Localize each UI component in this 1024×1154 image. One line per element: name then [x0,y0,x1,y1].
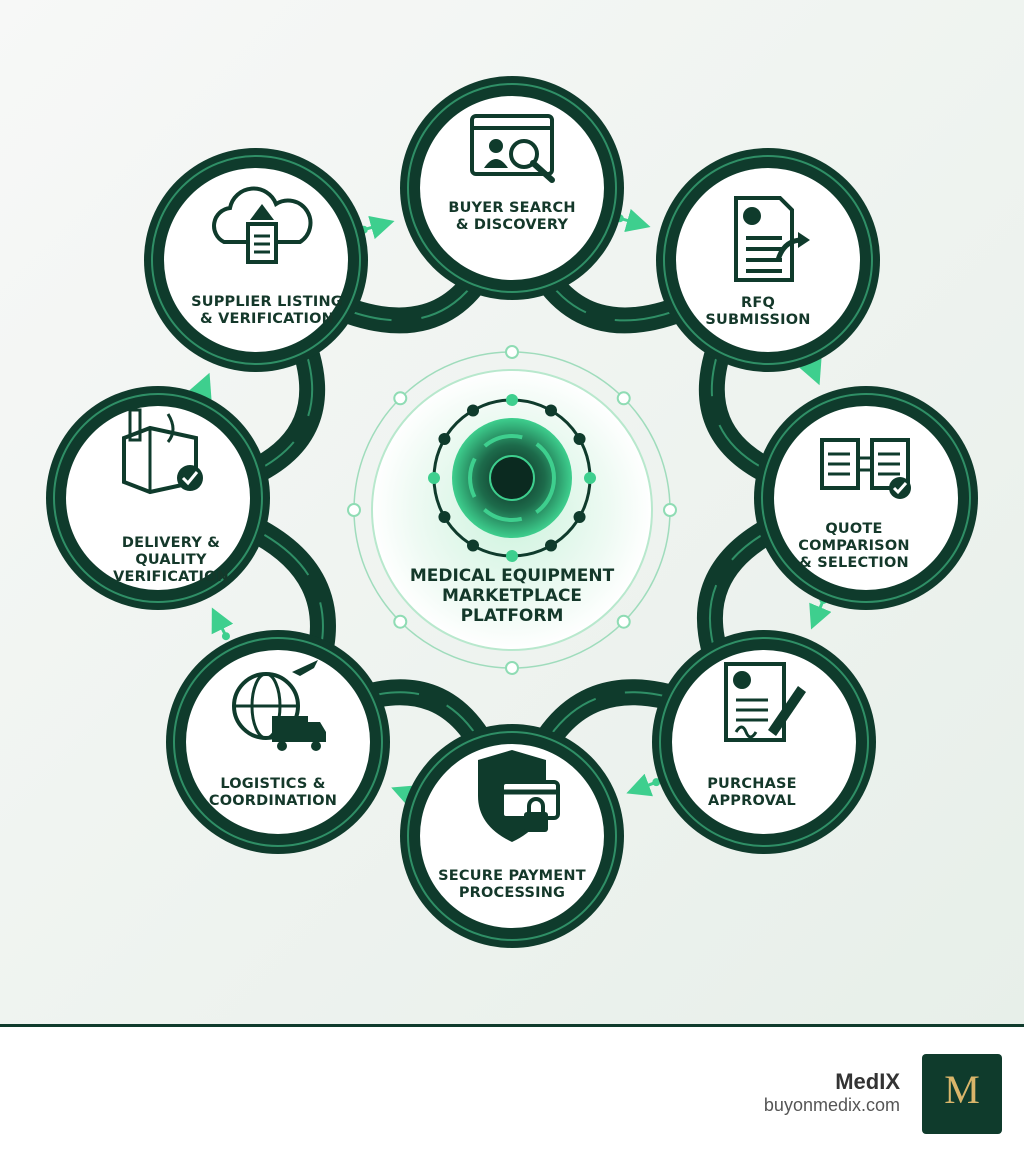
person-body [484,159,508,168]
browser-frame [470,114,554,176]
truck-wheel [277,741,287,751]
flow-arrow-dot [221,632,230,641]
pen [768,686,806,736]
box-tools-check-icon [122,408,203,495]
check-mark [181,471,199,486]
hub-orbit-dot [393,391,408,406]
check-badge [733,671,751,689]
flow-arrow [211,607,234,637]
truck-wheel [311,741,321,751]
share-arrow-head [798,232,810,248]
brand-logo-letter: M [944,1067,980,1112]
hub-orbit-dot [505,661,519,675]
globe-truck-plane-icon [232,660,326,751]
hub-inner-arc [468,434,556,522]
magnifier-lens [509,139,539,169]
doc-outline [734,196,794,282]
brand-logo: M [922,1054,1002,1134]
node-label-secure-payment: SECURE PAYMENT PROCESSING [438,868,586,901]
doc-left [820,438,860,490]
node-ring-highlight-secure-payment [407,731,617,941]
node-ring-highlight-supplier-listing [151,155,361,365]
test-tube [128,408,142,442]
node-ring-highlight-buyer-search [407,83,617,293]
plane [292,660,318,676]
hub-dial-dot [545,404,557,417]
hub-dial-dot [438,433,451,445]
flow-arrow [363,215,395,240]
cloud [212,186,313,244]
hub-orbit-dot [663,503,677,517]
node-face-buyer-search [420,96,604,280]
search-profile-icon [470,114,555,183]
node-ring-highlight-logistics [173,637,383,847]
person-head [489,139,503,153]
hub-dial-dot [428,472,440,484]
hub-orbit-dot [505,345,519,359]
hub-dots [347,345,677,675]
compare-documents-icon [820,438,911,499]
shield-card-lock-icon [478,750,560,842]
flow-arrow-dot [652,778,661,787]
lock-shackle [527,797,545,812]
flow-arrow [619,208,651,233]
node-label-purchase-approval: PURCHASE APPROVAL [707,776,797,809]
node-label-supplier-listing: SUPPLIER LISTING & VERIFICATION [191,294,343,327]
hub-dial-dot [584,472,596,484]
hub-orbit-dot [347,503,361,517]
check-badge [177,465,203,491]
hub-dial-dot [467,539,479,552]
hub-dial-dot [438,511,451,523]
center-title: MEDICAL EQUIPMENT MARKETPLACE PLATFORM [409,566,615,626]
stethoscope [166,413,175,443]
hub-orbit-dot [616,391,631,406]
node-label-rfq-submission: RFQ SUBMISSION [705,295,811,328]
hub-dial-dot [573,433,586,445]
hub-dial-dot [506,394,518,406]
node-label-quote-comparison: QUOTE COMPARISON & SELECTION [798,521,910,571]
hub-center [489,455,535,501]
node-label-delivery-quality: DELIVERY & QUALITY VERIFICATION [113,535,229,585]
hub-orbit-dot [616,614,631,629]
signature [734,725,758,739]
node-label-buyer-search: BUYER SEARCH & DISCOVERY [448,200,576,233]
check-mark [892,482,908,495]
signed-document-icon [724,662,806,742]
truck-cab [308,722,326,742]
hub-dial-dot [506,550,518,562]
hub-orbit-dot [393,614,408,629]
upload-arrow [250,204,274,220]
node-face-delivery-quality [66,406,250,590]
truck-box [272,716,308,742]
magnifier-handle [530,160,555,183]
lock-body [524,812,548,832]
node-label-logistics: LOGISTICS & COORDINATION [208,776,338,809]
flow-arrow [626,773,657,797]
node-icons [122,114,911,842]
brand-name: MedIX [835,1069,900,1094]
node-ring-highlight-rfq-submission [663,155,873,365]
doc-outline [724,662,786,742]
hub-dial-dot [545,539,557,552]
hub-dial-dot [467,404,479,417]
rfq-document-icon [734,196,810,282]
brand-url: buyonmedix.com [763,1095,900,1115]
node-ring-highlight-quote-comparison [761,393,971,603]
question-badge [743,207,761,225]
node-ring-highlight-purchase-approval [659,637,869,847]
flow-arrow [809,599,832,630]
cloud-upload-document-icon [212,186,313,264]
diagram-canvas [0,0,1024,1024]
node-ring-highlight-delivery-quality [53,393,263,603]
workflow-diagram: BUYER SEARCH & DISCOVERY RFQ SUBMISSION … [0,0,1024,1024]
hub-dial-dot [573,511,586,523]
footer: MedIX buyonmedix.com M [0,1024,1024,1154]
